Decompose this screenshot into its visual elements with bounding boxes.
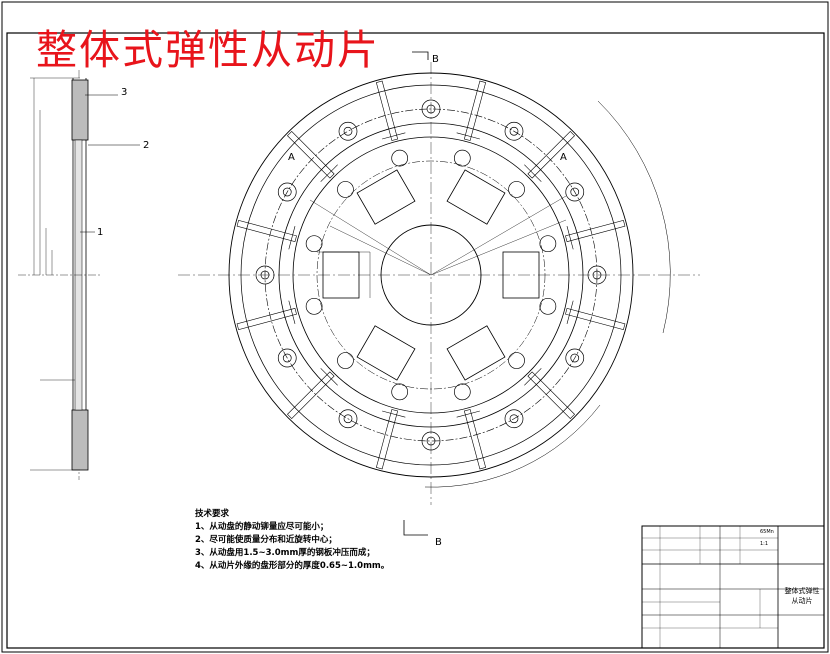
slot-end [566, 226, 574, 250]
radial-slot [565, 219, 626, 243]
rivet-hole [565, 182, 585, 202]
slot-end [382, 410, 406, 418]
spring-window [446, 169, 506, 225]
section-label-a-right: A [560, 152, 567, 163]
radial-slot [375, 80, 399, 141]
inner-hole [305, 297, 323, 315]
rivet-hole-inner [282, 187, 292, 197]
section-label-a-left: A [288, 152, 295, 163]
rivet-hole-inner [282, 353, 292, 363]
rivet-hole [277, 348, 297, 368]
notes-heading: 技术要求 [195, 509, 230, 519]
inner-hole [508, 352, 525, 369]
technical-requirements: 技术要求 1、从动盘的静动铆量应尽可能小； 2、尽可能使质量分布和近旋转中心； … [195, 508, 389, 573]
rivet-hole [587, 265, 607, 285]
slot-end [566, 300, 574, 324]
title-block [641, 525, 825, 649]
rivet-hole-inner [343, 414, 353, 424]
inner-hole [305, 235, 323, 253]
inner-hole [539, 297, 557, 315]
rivet-hole [565, 348, 585, 368]
rivet-hole-inner [509, 126, 519, 136]
rivet-hole-inner [570, 187, 580, 197]
part-number-1: 1 [97, 227, 103, 238]
inner-border [6, 32, 825, 649]
inner-hole [453, 383, 471, 401]
radial-slot [236, 219, 297, 243]
rivet-hole [338, 409, 358, 429]
title-block-drawing-name: 整体式弹性从动片 [784, 587, 820, 605]
radial-slot [287, 371, 335, 419]
drawing-title-overlay: 整体式弹性从动片 [36, 26, 380, 74]
spring-window [356, 325, 416, 381]
rivet-hole [338, 121, 358, 141]
rivet-hole-inner [426, 104, 436, 114]
radial-slot [527, 131, 575, 179]
radial-slot [287, 131, 335, 179]
slot-end [456, 410, 480, 418]
inner-hole [391, 149, 409, 167]
title-block-scale: 1:1 [760, 541, 769, 547]
inner-hole [539, 235, 557, 253]
title-block-material: 65Mn [760, 529, 774, 535]
radial-slot [236, 307, 297, 331]
slot-end [288, 300, 296, 324]
slot-end [524, 164, 542, 182]
slot-end [288, 226, 296, 250]
rivet-hole [504, 409, 524, 429]
section-label-b-bottom: B [435, 537, 442, 548]
radial-slot [463, 409, 487, 470]
rivet-hole [277, 182, 297, 202]
slot-end [456, 132, 480, 140]
rivet-hole [255, 265, 275, 285]
note-item-4: 4、从动片外缘的盘形部分的厚度0.65~1.0mm。 [195, 561, 390, 571]
spring-window [446, 325, 506, 381]
note-item-3: 3、从动盘用1.5~3.0mm厚的钢板冲压而成； [195, 548, 375, 558]
inner-hole [453, 149, 471, 167]
rivet-hole [421, 99, 441, 119]
inner-hole [337, 352, 354, 369]
part-number-3: 3 [121, 87, 127, 98]
inner-hole [391, 383, 409, 401]
section-label-b-top: B [432, 54, 439, 65]
inner-hole [508, 181, 525, 198]
front-view [178, 51, 700, 536]
rivet-hole-inner [343, 126, 353, 136]
rivet-hole [504, 121, 524, 141]
rivet-hole [421, 431, 441, 451]
radial-slot [375, 409, 399, 470]
slot-end [524, 368, 542, 386]
spring-window [502, 251, 540, 299]
slot-end [320, 164, 338, 182]
slot-end [382, 132, 406, 140]
note-item-2: 2、尽可能使质量分布和近旋转中心； [195, 535, 337, 545]
rivet-hole-inner [509, 414, 519, 424]
inner-hole [337, 181, 354, 198]
note-item-1: 1、从动盘的静动铆量应尽可能小； [195, 522, 329, 532]
side-section-view [18, 70, 140, 480]
rivet-hole-inner [570, 353, 580, 363]
radial-slot [565, 307, 626, 331]
rivet-hole-inner [260, 270, 270, 280]
slot-end [320, 368, 338, 386]
radial-slot [527, 371, 575, 419]
radial-slot [463, 80, 487, 141]
rivet-hole-inner [426, 436, 436, 446]
spring-window [356, 169, 416, 225]
rivet-hole-inner [592, 270, 602, 280]
part-number-2: 2 [143, 140, 149, 151]
